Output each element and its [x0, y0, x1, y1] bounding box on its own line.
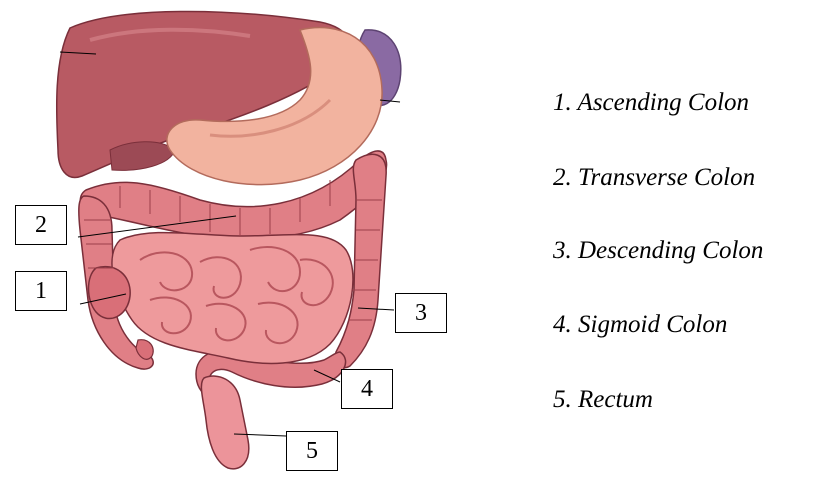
- legend-sigmoid-colon: 4. Sigmoid Colon: [553, 311, 727, 339]
- label-box-4: 4: [341, 369, 393, 409]
- label-box-5: 5: [286, 431, 338, 471]
- legend-rectum: 5. Rectum: [553, 386, 653, 414]
- legend-ascending-colon: 1. Ascending Colon: [553, 89, 749, 117]
- legend-transverse-colon: 2. Transverse Colon: [553, 164, 755, 192]
- label-box-3: 3: [395, 293, 447, 333]
- label-box-1: 1: [15, 271, 67, 311]
- cecum: [89, 267, 131, 319]
- rectum: [201, 376, 248, 469]
- gallbladder: [110, 142, 175, 171]
- label-box-2: 2: [15, 205, 67, 245]
- legend-descending-colon: 3. Descending Colon: [553, 237, 763, 265]
